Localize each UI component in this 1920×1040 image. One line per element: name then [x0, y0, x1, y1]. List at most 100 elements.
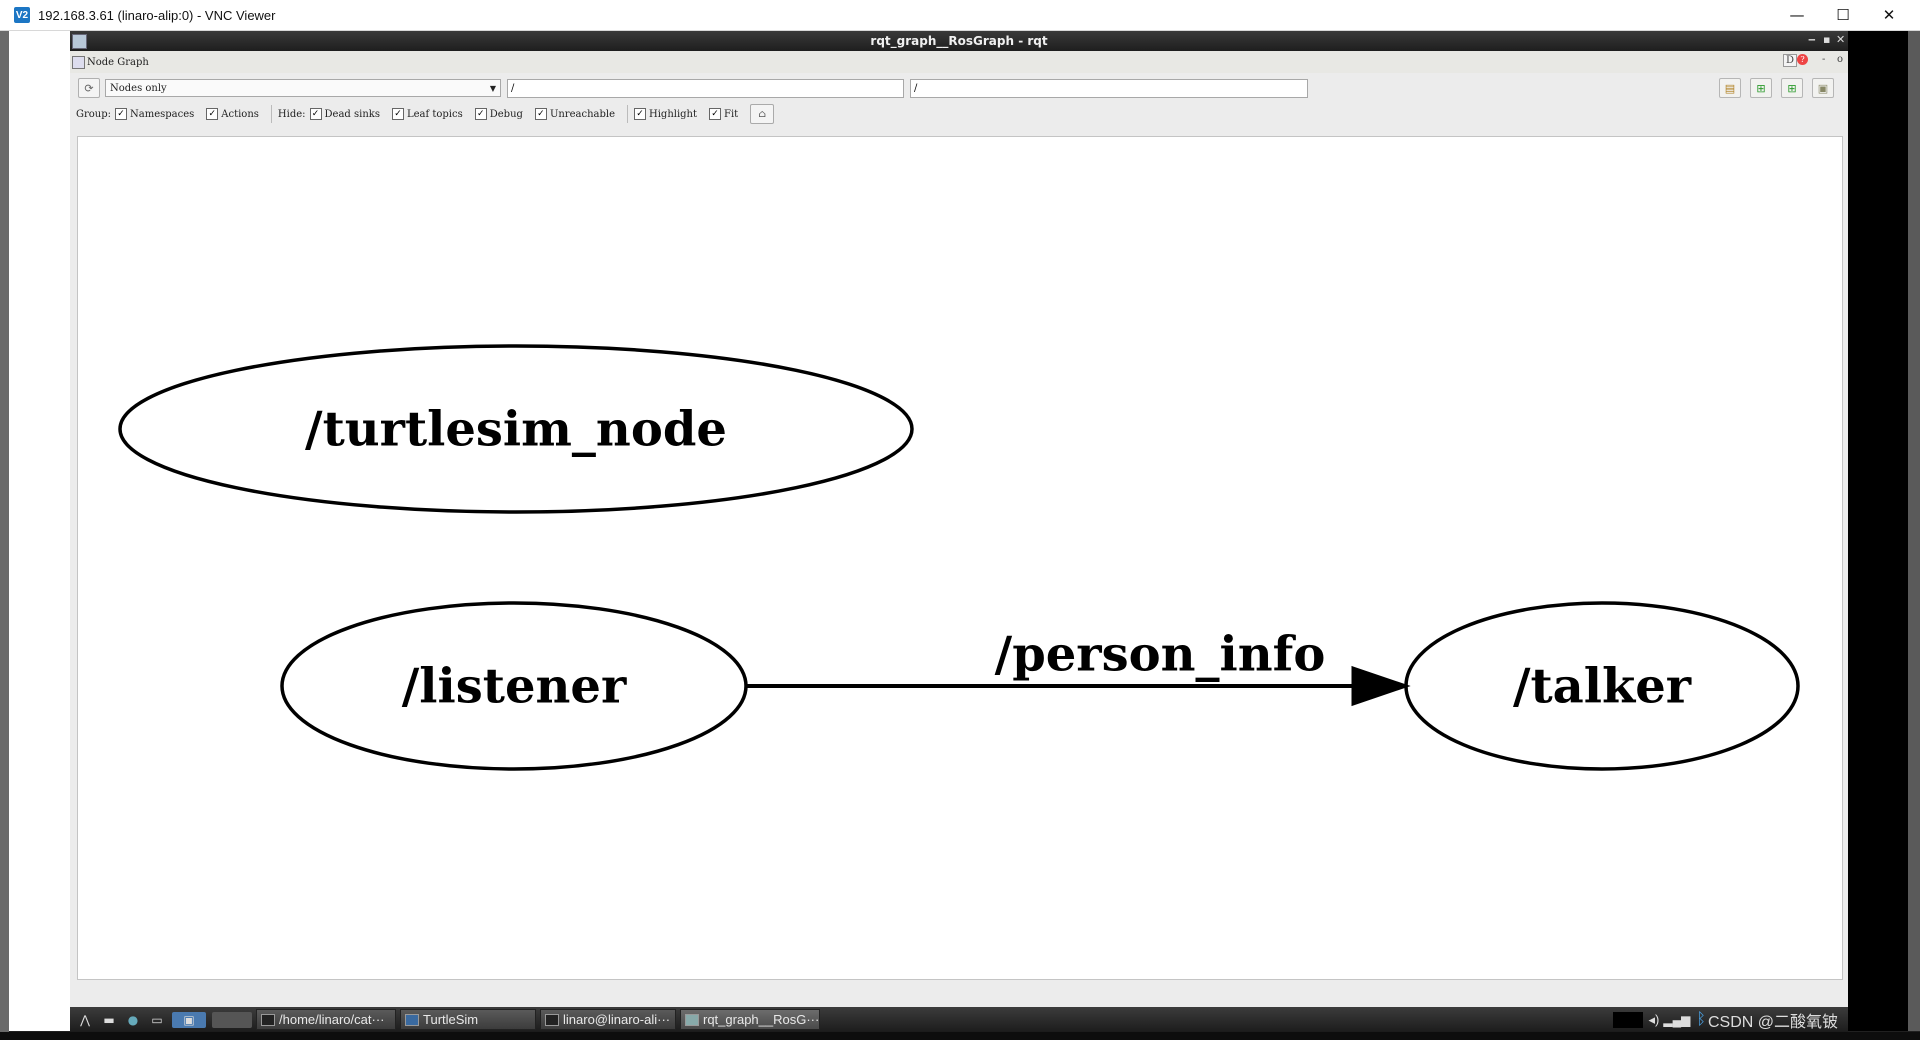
browser-launcher[interactable]: ●	[124, 1012, 142, 1028]
maximize-icon: ☐	[1836, 6, 1850, 24]
hide-label: Hide:	[277, 108, 306, 120]
hide-title-button[interactable]: -	[1822, 54, 1826, 65]
dock-d-button[interactable]: D	[1783, 54, 1798, 67]
actions-label: Actions	[221, 108, 259, 120]
graph-mode-value: Nodes only	[110, 82, 167, 94]
graph-mode-select[interactable]: Nodes only ▼	[105, 79, 501, 97]
system-tray: ◂) ▂▄▆ ᛒ CSDN @二酸氧铍	[1612, 1007, 1848, 1032]
checkbox-check-icon: ✓	[391, 108, 404, 120]
node-filter-input[interactable]	[507, 78, 904, 98]
dead-sinks-label: Dead sinks	[324, 108, 380, 120]
debug-label: Debug	[489, 108, 523, 120]
rqt-maximize-icon[interactable]: ▪	[1823, 33, 1831, 46]
desktop-switch[interactable]: ▣	[172, 1011, 206, 1028]
graph-node-turtlesim[interactable]: /turtlesim_node	[118, 344, 914, 514]
edge-arrowhead	[1351, 665, 1411, 707]
load-dot-button[interactable]: ▤	[1719, 78, 1741, 98]
open-icon: ▤	[1724, 81, 1736, 95]
checkbox-check-icon: ✓	[309, 108, 322, 120]
close-plugin-button[interactable]: o	[1837, 54, 1844, 65]
chevron-down-icon: ▼	[489, 83, 496, 93]
rqt-window-title: rqt_graph__RosGraph - rqt	[870, 34, 1048, 48]
task-rqt-graph[interactable]: rqt_graph__RosG···	[680, 1009, 820, 1030]
tray-block	[1612, 1011, 1643, 1028]
highlight-label: Highlight	[649, 108, 698, 120]
graph-edge-person-info[interactable]: /person_info	[746, 627, 1411, 707]
edge-label-person-info: /person_info	[995, 627, 1326, 683]
topic-filter-input[interactable]	[910, 78, 1308, 98]
right-border	[1908, 31, 1920, 1031]
checkbox-check-icon: ✓	[709, 108, 722, 120]
vnc-titlebar: V2 192.168.3.61 (linaro-alip:0) - VNC Vi…	[0, 0, 1920, 31]
highlight-checkbox[interactable]: ✓Highlight	[634, 108, 697, 120]
rqt-close-icon[interactable]: ✕	[1836, 33, 1846, 46]
save-dot-icon: ⊞	[1756, 81, 1766, 95]
separator	[270, 105, 272, 123]
fit-in-view-button[interactable]: ⌂	[750, 104, 775, 124]
graph-canvas[interactable]: /turtlesim_node /listener /talker /perso…	[77, 136, 1843, 980]
unreachable-checkbox[interactable]: ✓Unreachable	[534, 108, 615, 120]
terminal-icon	[261, 1013, 275, 1026]
graph-svg: /turtlesim_node /listener /talker /perso…	[118, 344, 1800, 771]
save-dot-button[interactable]: ⊞	[1750, 78, 1772, 98]
fit-checkbox[interactable]: ✓Fit	[709, 108, 738, 120]
save-image-button[interactable]: ▣	[1812, 78, 1834, 98]
help-icon[interactable]: ?	[1797, 54, 1808, 65]
refresh-button[interactable]: ⟳	[78, 78, 100, 98]
fit-icon: ⌂	[758, 108, 766, 120]
actions-checkbox[interactable]: ✓Actions	[206, 108, 259, 120]
namespaces-label: Namespaces	[130, 108, 195, 120]
save-svg-button[interactable]: ⊞	[1781, 78, 1803, 98]
save-svg-icon: ⊞	[1787, 81, 1797, 95]
group-label: Group:	[76, 108, 111, 120]
node-label-listener: /listener	[402, 659, 627, 715]
dead-sinks-checkbox[interactable]: ✓Dead sinks	[309, 108, 380, 120]
plugin-title: Node Graph	[87, 56, 149, 68]
filter-toolbar: ⟳ Nodes only ▼ ▤ ⊞ ⊞ ▣	[70, 75, 1848, 101]
task-terminal-linaro[interactable]: linaro@linaro-ali···	[540, 1009, 676, 1030]
task-turtlesim[interactable]: TurtleSim	[400, 1009, 536, 1030]
window-icon: ▭	[151, 1012, 163, 1027]
checkbox-check-icon: ✓	[634, 108, 646, 120]
signal-icon[interactable]: ▂▄▆	[1663, 1012, 1691, 1027]
node-label-talker: /talker	[1513, 659, 1692, 715]
maximize-button[interactable]: ☐	[1820, 0, 1866, 30]
graph-node-listener[interactable]: /listener	[280, 601, 748, 771]
rqt-window: rqt_graph__RosGraph - rqt ‒ ▪ ✕ Node Gra…	[70, 31, 1848, 1010]
plugin-header: Node Graph D ? - o	[70, 51, 1848, 73]
left-border	[0, 31, 9, 1040]
terminal-launcher[interactable]: ▬	[100, 1012, 118, 1028]
watermark-text: CSDN @二酸氧铍	[1707, 1013, 1838, 1031]
separator	[627, 105, 628, 123]
rqt-minimize-icon[interactable]: ‒	[1808, 33, 1816, 46]
task-label: linaro@linaro-ali···	[563, 1012, 671, 1027]
taskbar: ⋀ ▬ ● ▭ ▣ /home/linaro/cat··· TurtleSim …	[70, 1007, 1848, 1032]
volume-icon[interactable]: ◂)	[1648, 1011, 1660, 1027]
options-toolbar: Group: ✓Namespaces ✓Actions Hide: ✓Dead …	[70, 103, 1848, 125]
node-label-turtlesim: /turtlesim_node	[305, 402, 727, 458]
vnc-window-title: 192.168.3.61 (linaro-alip:0) - VNC Viewe…	[38, 7, 276, 23]
minimize-icon: —	[1789, 6, 1805, 24]
leaf-topics-checkbox[interactable]: ✓Leaf topics	[391, 108, 463, 120]
unreachable-label: Unreachable	[549, 108, 615, 120]
node-graph-icon	[72, 55, 85, 69]
fit-label: Fit	[724, 108, 739, 120]
turtlesim-icon	[405, 1013, 419, 1026]
close-button[interactable]: ✕	[1866, 0, 1912, 30]
terminal-icon: ▬	[103, 1012, 115, 1027]
bluetooth-icon[interactable]: ᛒ	[1696, 1010, 1706, 1028]
menu-launcher[interactable]: ⋀	[76, 1012, 94, 1028]
task-terminal-cat[interactable]: /home/linaro/cat···	[256, 1009, 396, 1030]
desktop-icon: ▣	[183, 1012, 195, 1027]
files-launcher[interactable]: ▭	[148, 1012, 166, 1028]
minimize-button[interactable]: —	[1774, 0, 1820, 30]
task-label: rqt_graph__RosG···	[703, 1012, 820, 1027]
debug-checkbox[interactable]: ✓Debug	[474, 108, 523, 120]
globe-icon: ●	[127, 1012, 139, 1027]
graph-node-talker[interactable]: /talker	[1404, 601, 1800, 771]
rqt-titlebar: rqt_graph__RosGraph - rqt ‒ ▪ ✕	[70, 31, 1848, 51]
node-ellipse	[118, 344, 914, 514]
checkbox-check-icon: ✓	[206, 108, 219, 120]
refresh-icon: ⟳	[84, 81, 94, 95]
namespaces-checkbox[interactable]: ✓Namespaces	[115, 108, 194, 120]
